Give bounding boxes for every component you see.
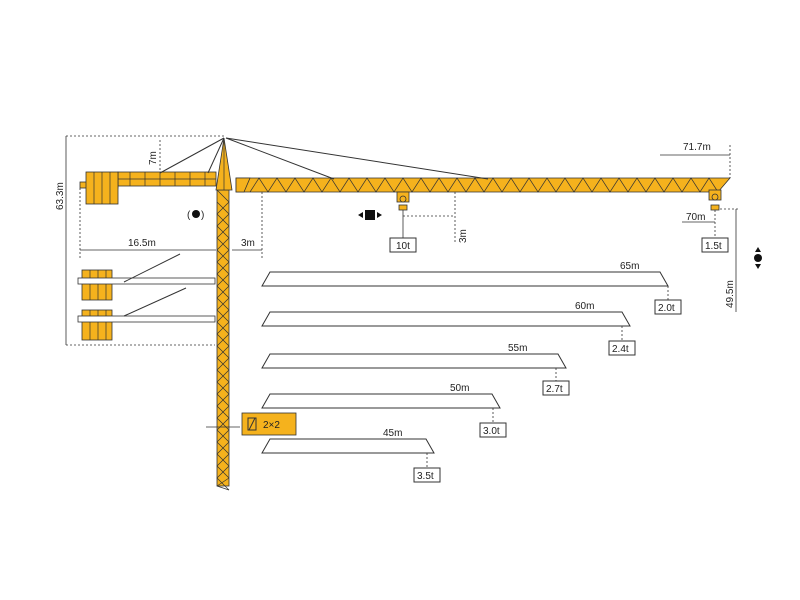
load-chart-row: 50m 3.0t: [261, 383, 507, 438]
jib-length-bar: [261, 393, 501, 409]
load-box: [608, 340, 636, 356]
max-radius-label: 71.7m: [683, 142, 711, 153]
load-box: [654, 299, 682, 315]
jib-length-label: 45m: [383, 428, 402, 439]
trolley-tip: [708, 189, 722, 211]
load-value-label: 3.5t: [417, 471, 434, 482]
jib-length-bar: [261, 271, 669, 287]
load-box: [413, 467, 441, 483]
load-value-label: 3.0t: [483, 426, 500, 437]
jib-length-bar: [261, 438, 435, 454]
pivot-offset-label: 3m: [241, 238, 255, 249]
svg-text:10t: 10t: [396, 241, 410, 252]
counter-jib-variant-2: [77, 287, 216, 341]
mast: [216, 189, 230, 491]
load-chart-row: 60m 2.4t: [261, 301, 636, 356]
hoist-icon: [754, 247, 762, 269]
jib-length-label: 60m: [575, 301, 594, 312]
counter-jib-variant-1: [77, 253, 216, 301]
jib-length-label: 55m: [508, 343, 527, 354]
load-chart: 65m 2.0t 60m 2.4t 55m 2.7t 50m 3.0t 45m 3.5t: [261, 261, 682, 483]
counter-jib-height-label: 7m: [148, 151, 159, 165]
load-value-label: 2.4t: [612, 344, 629, 355]
load-box: [542, 380, 570, 396]
jib-length-bar: [261, 311, 631, 327]
total-height-label: 63.3m: [55, 182, 66, 210]
jib-length-label: 65m: [620, 261, 639, 272]
trolley-drop-label: 3m: [458, 229, 469, 243]
counter-jib-length-label: 16.5m: [128, 238, 156, 249]
slewing-icon: ( ): [187, 210, 204, 221]
mast-section-tag: 2×2: [206, 412, 297, 436]
trolley-travel-icon: [358, 210, 382, 220]
load-value-label: 2.7t: [546, 384, 563, 395]
tip-radius-label: 70m: [686, 212, 705, 223]
dimension-lines: [65, 135, 740, 346]
tie-cables: [159, 137, 489, 180]
tip-load-box: 1.5t: [701, 237, 729, 253]
counterweight: [85, 171, 119, 205]
load-chart-row: 65m 2.0t: [261, 261, 682, 315]
load-chart-row: 55m 2.7t: [261, 343, 570, 396]
trolley-main: [396, 191, 410, 211]
max-load-box: 10t: [389, 237, 417, 253]
load-box: [479, 422, 507, 438]
load-chart-row: 45m 3.5t: [261, 428, 441, 483]
svg-text:): ): [201, 210, 204, 221]
svg-text:(: (: [187, 210, 191, 221]
jib: [235, 177, 731, 193]
load-value-label: 2.0t: [658, 303, 675, 314]
jib-length-bar: [261, 353, 567, 369]
svg-text:1.5t: 1.5t: [705, 241, 722, 252]
hook-height-label: 49.5m: [725, 280, 736, 308]
tower-head: [215, 137, 233, 191]
jib-length-label: 50m: [450, 383, 469, 394]
svg-text:2×2: 2×2: [263, 420, 280, 431]
